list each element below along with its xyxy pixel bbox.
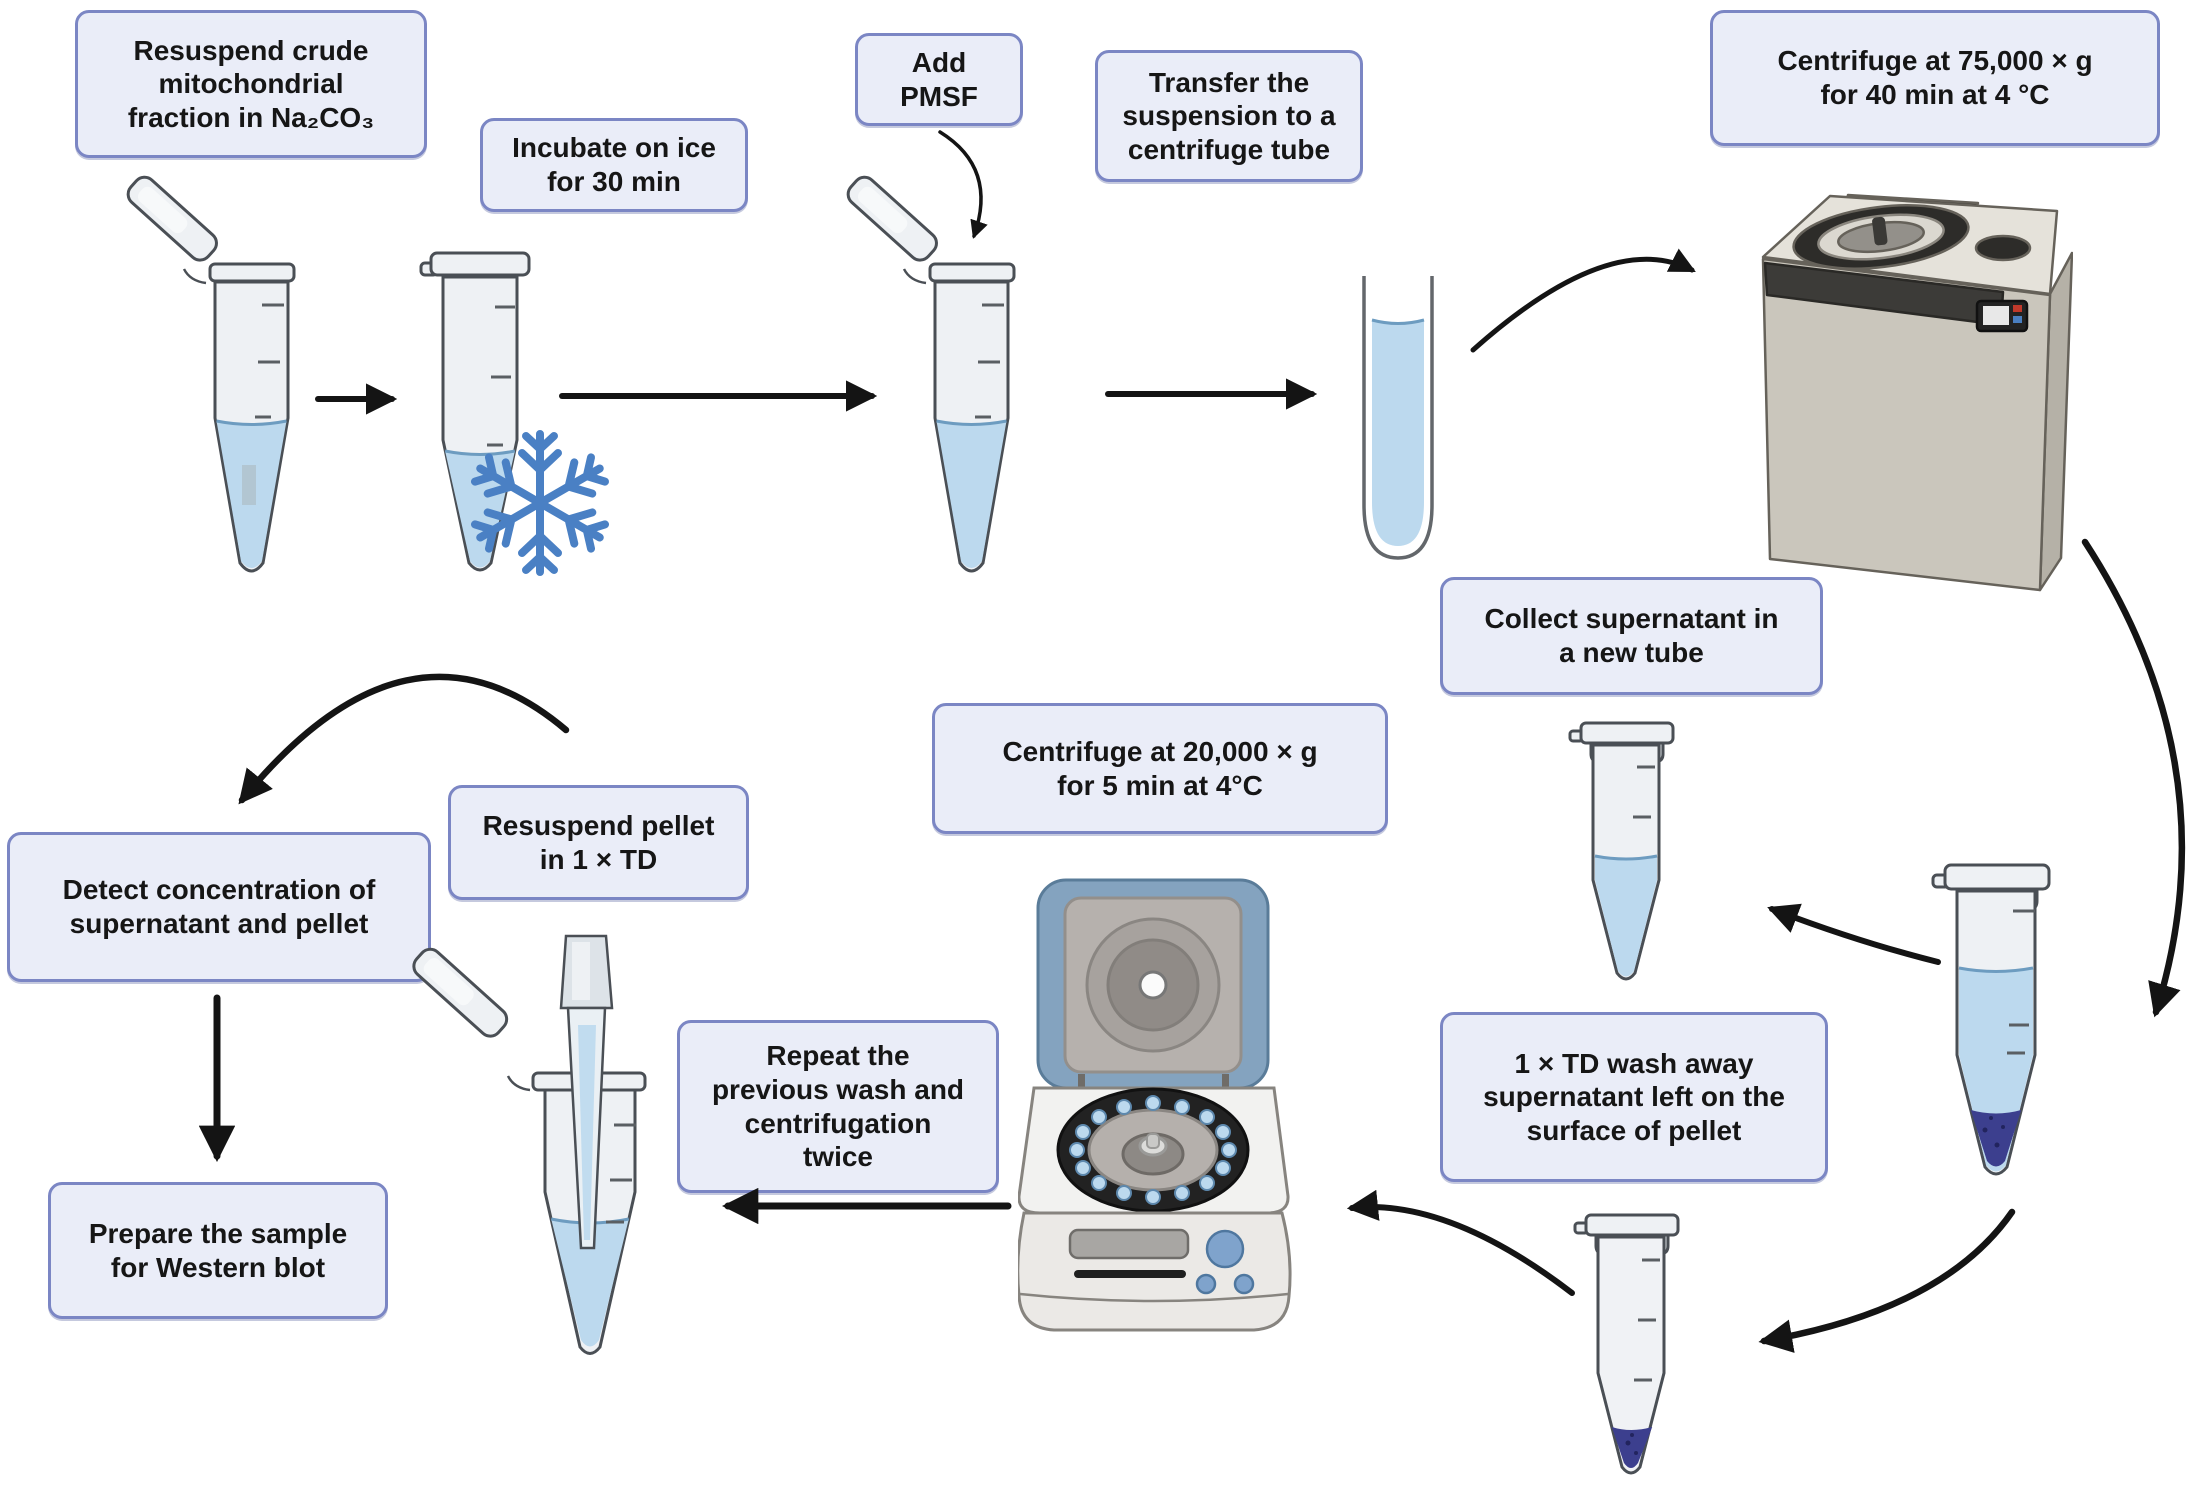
step-box-add-pmsf: Add PMSF xyxy=(855,33,1023,126)
arrow-to-detect-box xyxy=(238,673,570,805)
pellet-supernatant-tube-icon xyxy=(1925,855,2085,1185)
step-box-resuspend-pellet: Resuspend pellet in 1 × TD xyxy=(448,785,749,900)
step-label: Detect concentration of supernatant and … xyxy=(62,874,376,939)
step-label: Resuspend crude mitochondrial fraction i… xyxy=(127,34,375,133)
collect-supernatant-tube-icon xyxy=(1565,715,1705,995)
step-label: Centrifuge at 20,000 × g for 5 min at 4°… xyxy=(1002,735,1318,801)
arrow-to-wash-tube xyxy=(1758,1208,2016,1353)
step-box-prepare-western: Prepare the sample for Western blot xyxy=(48,1182,388,1319)
benchtop-centrifuge-icon xyxy=(1018,878,1292,1356)
step-label: Repeat the previous wash and centrifugat… xyxy=(711,1040,965,1173)
step-label: Collect supernatant in a new tube xyxy=(1484,603,1779,668)
step-box-repeat-wash: Repeat the previous wash and centrifugat… xyxy=(677,1020,999,1193)
centrifuge-tube-icon xyxy=(1348,270,1448,565)
step-box-centrifuge-75000: Centrifuge at 75,000 × g for 40 min at 4… xyxy=(1710,10,2160,146)
arrow-add-pmsf-into-tube xyxy=(938,130,988,239)
step-label: Resuspend pellet in 1 × TD xyxy=(482,809,715,875)
ultracentrifuge-icon xyxy=(1753,193,2073,603)
step-box-td-wash: 1 × TD wash away supernatant left on the… xyxy=(1440,1012,1828,1182)
pipette-resuspend-tube-icon xyxy=(400,930,660,1370)
step-box-centrifuge-20000: Centrifuge at 20,000 × g for 5 min at 4°… xyxy=(932,703,1388,834)
pipette-tip-icon xyxy=(559,934,614,1250)
arrow-wash-tube-to-centrifuge xyxy=(1346,1189,1575,1296)
step-label: Incubate on ice for 30 min xyxy=(512,132,716,197)
step-box-collect-supernatant: Collect supernatant in a new tube xyxy=(1440,577,1823,695)
step-label: Centrifuge at 75,000 × g for 40 min at 4… xyxy=(1777,45,2093,110)
arrow-ultracentrifuge-to-pellet-tube xyxy=(2081,538,2186,1018)
step-label: 1 × TD wash away supernatant left on the… xyxy=(1483,1047,1785,1146)
step-box-incubate: Incubate on ice for 30 min xyxy=(480,118,748,212)
step-label: Transfer the suspension to a centrifuge … xyxy=(1122,66,1336,165)
step-label: Prepare the sample for Western blot xyxy=(88,1217,348,1283)
arrow-tube-to-ultracentrifuge xyxy=(1470,248,1696,353)
step-box-resuspend: Resuspend crude mitochondrial fraction i… xyxy=(75,10,427,158)
washed-pellet-tube-icon xyxy=(1570,1205,1710,1489)
step-label: Add PMSF xyxy=(900,46,978,112)
arrow-pellet-tube-to-collect-tube xyxy=(1767,903,1941,965)
step-box-transfer: Transfer the suspension to a centrifuge … xyxy=(1095,50,1363,182)
step-box-detect-concentration: Detect concentration of supernatant and … xyxy=(7,832,431,982)
snowflake-icon xyxy=(465,428,615,578)
microtube-open-icon xyxy=(118,165,308,590)
microtube-open-pmsf-icon xyxy=(838,165,1028,590)
